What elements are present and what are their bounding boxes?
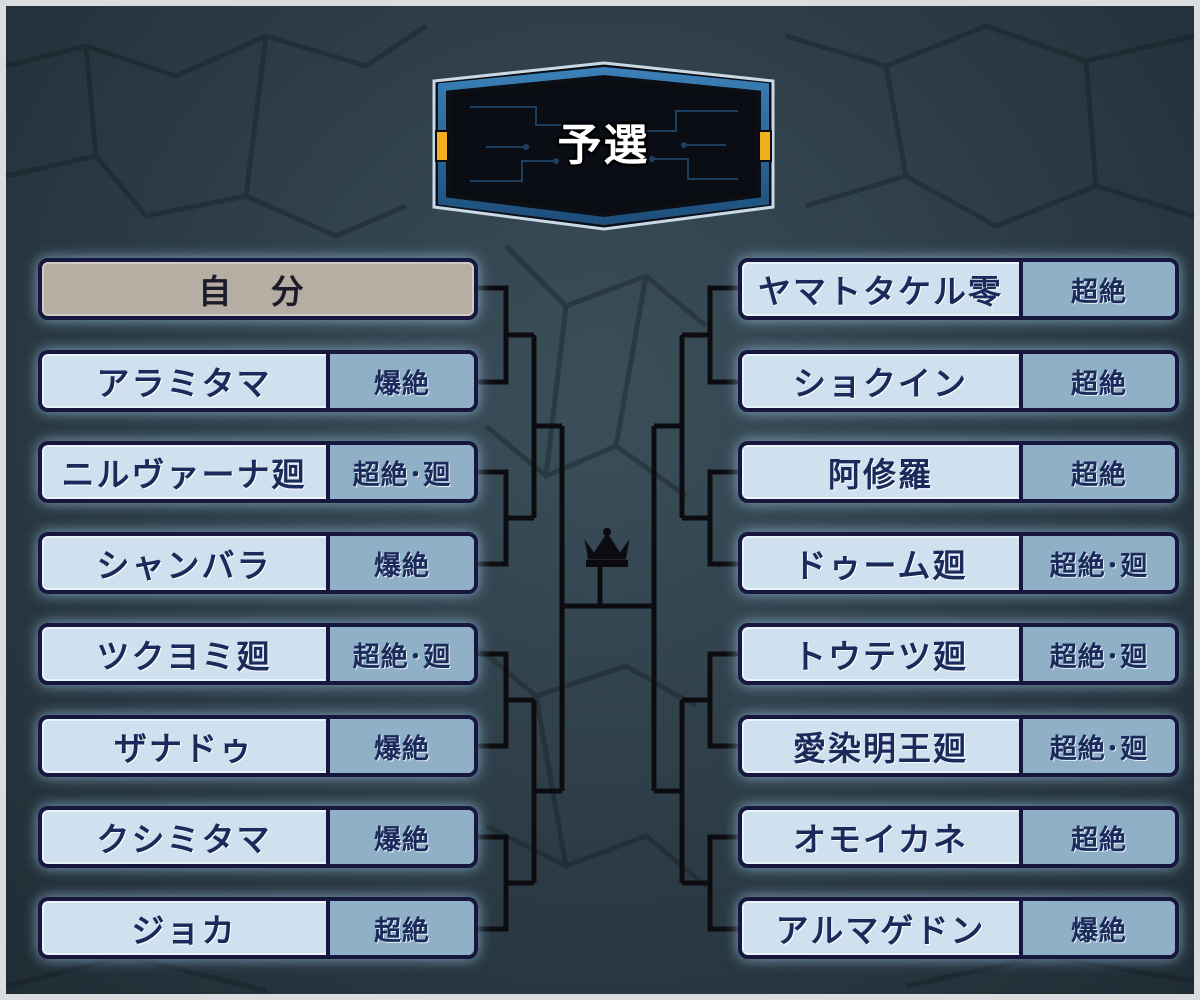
- entry-player-self[interactable]: 自 分: [38, 258, 478, 320]
- entry-name: ツクヨミ廻: [96, 637, 272, 676]
- entry-name: ザナドゥ: [114, 729, 254, 768]
- round-title: 予選: [557, 120, 650, 171]
- entry-tsukuyomi-kai[interactable]: ツクヨミ廻 超絶･廻: [38, 623, 478, 685]
- entry-toutetsu-kai[interactable]: トウテツ廻 超絶･廻: [738, 623, 1179, 685]
- difficulty-badge: 超絶･廻: [326, 627, 474, 681]
- entry-name: アルマゲドン: [775, 911, 986, 950]
- entry-omoikane[interactable]: オモイカネ 超絶: [738, 806, 1179, 868]
- entry-kushimitama[interactable]: クシミタマ 爆絶: [38, 806, 478, 868]
- difficulty-badge: 超絶: [1019, 445, 1175, 499]
- entry-name: オモイカネ: [793, 820, 968, 859]
- entry-name: 自 分: [198, 272, 318, 311]
- entry-shokuin[interactable]: ショクイン 超絶: [738, 350, 1179, 412]
- entry-name: ショクイン: [793, 364, 968, 403]
- difficulty-badge: 超絶: [326, 901, 474, 955]
- entry-name: ドゥーム廻: [793, 546, 968, 585]
- difficulty-badge: 爆絶: [326, 536, 474, 590]
- difficulty-badge: 超絶･廻: [1019, 536, 1175, 590]
- entry-name: シャンバラ: [96, 546, 272, 585]
- difficulty-badge: 超絶･廻: [326, 445, 474, 499]
- entry-doom-kai[interactable]: ドゥーム廻 超絶･廻: [738, 532, 1179, 594]
- entry-name: 阿修羅: [828, 455, 933, 494]
- difficulty-badge: 爆絶: [326, 810, 474, 864]
- entry-aramitama[interactable]: アラミタマ 爆絶: [38, 350, 478, 412]
- difficulty-badge: 超絶: [1019, 810, 1175, 864]
- entry-name: トウテツ廻: [793, 637, 968, 676]
- entry-yamatotakeru-zero[interactable]: ヤマトタケル零 超絶: [738, 258, 1179, 320]
- entry-name: ヤマトタケル零: [758, 272, 1003, 311]
- difficulty-badge: 超絶: [1019, 354, 1175, 408]
- entry-name: 愛染明王廻: [793, 729, 968, 768]
- difficulty-badge: 超絶･廻: [1019, 627, 1175, 681]
- difficulty-badge: 爆絶: [326, 719, 474, 773]
- difficulty-badge: 爆絶: [1019, 901, 1175, 955]
- entry-name: ジョカ: [131, 911, 237, 950]
- entry-armageddon[interactable]: アルマゲドン 爆絶: [738, 897, 1179, 959]
- difficulty-badge: 超絶: [1019, 262, 1175, 316]
- entry-xanadu[interactable]: ザナドゥ 爆絶: [38, 715, 478, 777]
- difficulty-badge: 爆絶: [326, 354, 474, 408]
- entry-shambhala[interactable]: シャンバラ 爆絶: [38, 532, 478, 594]
- entry-joka[interactable]: ジョカ 超絶: [38, 897, 478, 959]
- crown-icon: [583, 528, 631, 567]
- bracket-lines: [472, 285, 744, 932]
- difficulty-badge: 超絶･廻: [1019, 719, 1175, 773]
- entry-name: アラミタマ: [96, 364, 272, 403]
- entry-name: クシミタマ: [96, 820, 272, 859]
- entry-name: ニルヴァーナ廻: [61, 455, 307, 494]
- entry-ashura[interactable]: 阿修羅 超絶: [738, 441, 1179, 503]
- entry-aizen-myoou-kai[interactable]: 愛染明王廻 超絶･廻: [738, 715, 1179, 777]
- title-plate: [432, 61, 775, 231]
- entry-nirvana-kai[interactable]: ニルヴァーナ廻 超絶･廻: [38, 441, 478, 503]
